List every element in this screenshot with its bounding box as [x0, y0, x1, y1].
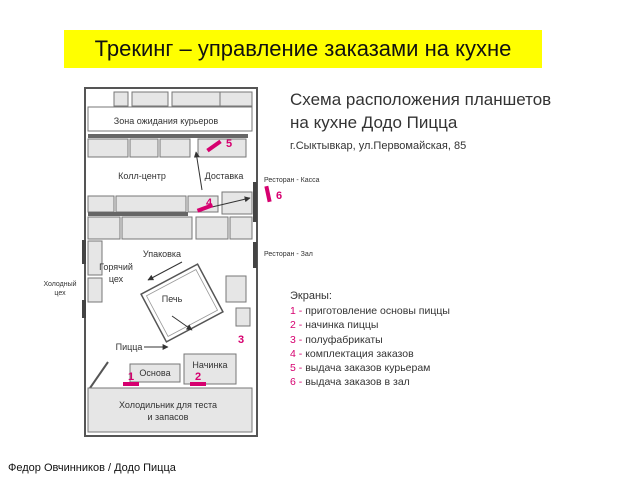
- courier-counter: [88, 134, 248, 138]
- tablet-1-number: 1: [128, 371, 134, 383]
- filling-table: [183, 353, 237, 385]
- legend-item: 6 - выдача заказов в зал: [290, 376, 410, 389]
- zone-call-center-label: Колл-центр: [118, 171, 166, 181]
- legend-text: полуфабрикаты: [305, 333, 383, 346]
- legend-num: 5: [290, 362, 296, 375]
- tablet-5-marker: [206, 139, 222, 153]
- middle-counter: [88, 212, 188, 216]
- legend-num: 2: [290, 319, 296, 332]
- zone-filling-label: Начинка: [192, 360, 227, 370]
- oven: [140, 263, 224, 343]
- zone-hot-shop-label-1: Горячий: [99, 262, 133, 272]
- legend-text: выдача заказов курьерам: [305, 362, 431, 375]
- restaurant-cash-label: Ресторан - Касса: [264, 177, 320, 184]
- zone-hot-shop-label-2: цех: [109, 274, 124, 284]
- footer-credit: Федор Овчинников / Додо Пицца: [8, 462, 176, 474]
- counter-fixtures: [87, 138, 247, 158]
- scheme-title-line-2: на кухне Додо Пицца: [290, 113, 458, 132]
- legend-num: 6: [290, 376, 296, 389]
- screens-title: Экраны:: [290, 290, 332, 302]
- legend-num: 3: [290, 333, 296, 346]
- zone-courier-wait-label: Зона ожидания курьеров: [114, 116, 219, 126]
- tablet-4-marker: [196, 203, 214, 213]
- title-banner: Трекинг – управление заказами на кухне: [64, 30, 542, 68]
- zone-pizza-label: Пицца: [116, 342, 143, 352]
- address: г.Сыктывкар, ул.Первомайская, 85: [290, 140, 467, 152]
- legend-item: 5 - выдача заказов курьерам: [290, 362, 431, 375]
- top-fixtures: [87, 91, 253, 132]
- tablet-2-marker: [190, 382, 206, 386]
- legend-text: выдача заказов в зал: [305, 376, 410, 389]
- legend-text: приготовление основы пиццы: [305, 305, 450, 317]
- legend-item: 3 - полуфабрикаты: [290, 333, 383, 346]
- legend-text: комплектация заказов: [305, 347, 414, 360]
- oven-label: Печь: [162, 294, 183, 304]
- screens-legend: 1 - приготовление основы пиццы 2 - начин…: [290, 304, 450, 390]
- legend-num: 4: [290, 347, 296, 360]
- legend-text: начинка пиццы: [305, 319, 379, 332]
- zone-delivery-label: Доставка: [205, 171, 244, 181]
- hot-shop-fixtures: [87, 240, 251, 327]
- restaurant-hall-label: Ресторан - Зал: [264, 251, 313, 258]
- tablet-6-number: 6: [276, 190, 282, 202]
- fridge: [87, 387, 253, 433]
- tablet-1-marker: [123, 382, 139, 386]
- legend-item: 4 - комплектация заказов: [290, 347, 414, 360]
- legend-item: 2 - начинка пиццы: [290, 319, 379, 332]
- zone-cold-shop-label-2: цех: [54, 290, 66, 297]
- legend-num: 1: [290, 305, 296, 317]
- door-leaf: [89, 361, 109, 389]
- packing-fixtures: [87, 216, 253, 240]
- zone-cold-shop-label-1: Холодный: [43, 280, 76, 288]
- tablet-2-number: 2: [195, 371, 201, 383]
- tablet-markers: [123, 139, 272, 386]
- tablet-5-number: 5: [226, 138, 232, 150]
- legend-item: 1 - приготовление основы пиццы: [290, 305, 450, 317]
- flow-arrows: [144, 151, 251, 350]
- tablet-3-number: 3: [238, 334, 244, 346]
- page-title: Трекинг – управление заказами на кухне: [94, 36, 512, 61]
- zone-fridge-label-2: и запасов: [148, 412, 189, 422]
- tablet-4-number: 4: [206, 197, 213, 209]
- wall-openings: [82, 182, 257, 318]
- tablet-6-marker: [264, 185, 272, 203]
- scheme-title-line-1: Схема расположения планшетов: [290, 90, 552, 109]
- zone-fridge-label-1: Холодильник для теста: [119, 400, 217, 410]
- base-table: [129, 363, 181, 383]
- zone-base-label: Основа: [139, 368, 170, 378]
- zone-packing-label: Упаковка: [143, 249, 181, 259]
